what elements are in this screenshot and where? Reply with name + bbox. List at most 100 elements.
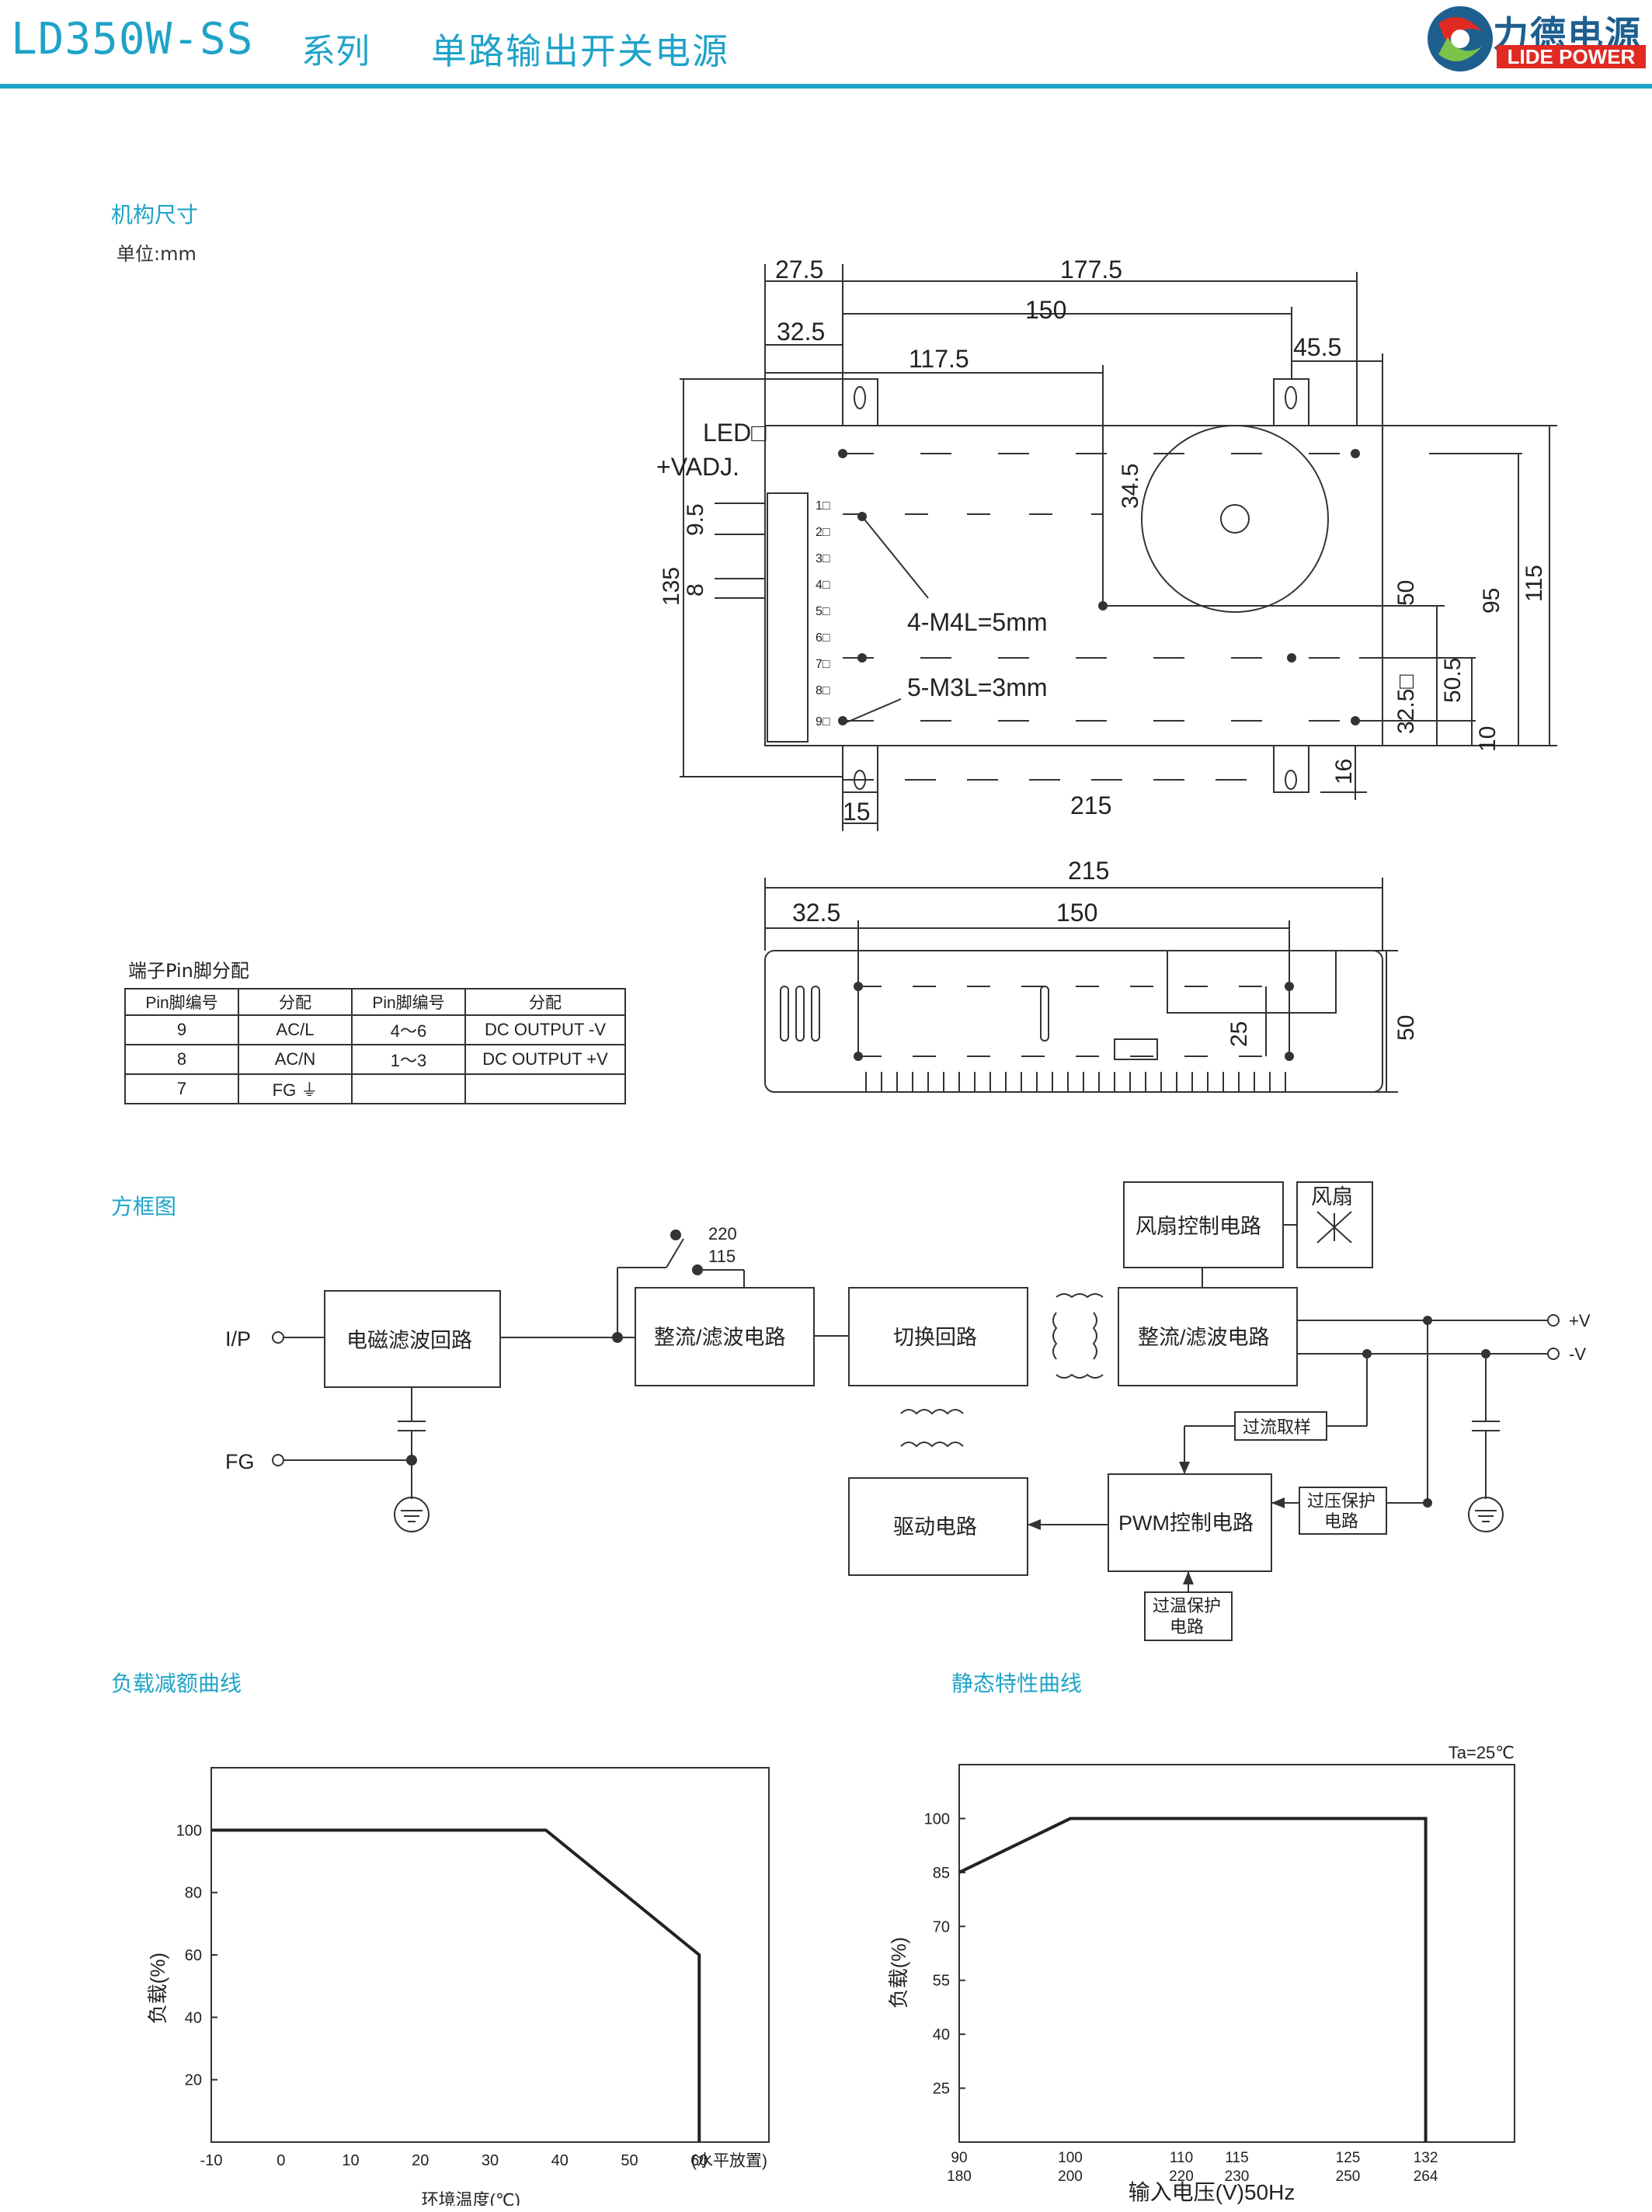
dimensions-title: 机构尺寸 (111, 202, 199, 228)
header-rule (0, 84, 1652, 89)
y-tick-label: 80 (185, 1885, 202, 1902)
static-series-line (958, 1817, 1428, 2142)
x-tick-label: 40 (551, 2152, 569, 2169)
fg-label: FG (225, 1450, 255, 1473)
ovp-label-2: 电路 (1324, 1511, 1358, 1531)
dim-117-5: 117.5 (909, 345, 969, 373)
x-tick-label-230v: 180 (947, 2169, 972, 2185)
screw-m4-label: 4-M4L=5mm (907, 608, 1048, 636)
y-tick-label: 40 (933, 2026, 950, 2043)
static-annotation: Ta=25℃ (1449, 1743, 1515, 1762)
fan-outline (1141, 425, 1329, 613)
y-tick-label: 55 (933, 1973, 950, 1990)
table-row: 8 AC/N 1～3 DC OUTPUT +V (124, 1044, 626, 1075)
ip-label: I/P (225, 1327, 251, 1351)
dim-34-5: 34.5 (1118, 464, 1143, 509)
drive-box (848, 1477, 1028, 1576)
terminal-5: 5□ (816, 605, 830, 618)
screw-m3-label: 5-M3L=3mm (907, 673, 1048, 701)
ovp-label-1: 过压保护 (1307, 1491, 1376, 1511)
vplus-label: +V (1569, 1311, 1591, 1330)
pin-cell: AC/N (238, 1044, 353, 1075)
product-subtitle: 单路输出开关电源 (431, 30, 729, 72)
y-tick-label: 25 (933, 2081, 950, 2098)
vadj-label: +VADJ. (656, 453, 739, 481)
dim-95: 95 (1479, 588, 1504, 614)
y-tick-label: 60 (185, 1947, 202, 1964)
dim-215: 215 (1070, 791, 1111, 819)
pwm-box (1108, 1473, 1272, 1572)
block-diagram-title: 方框图 (111, 1194, 177, 1219)
y-tick-label: 40 (185, 2009, 202, 2026)
side-dim-215: 215 (1068, 857, 1109, 885)
otp-label-2: 电路 (1170, 1617, 1204, 1636)
terminal-8: 8□ (816, 684, 830, 697)
drive-label: 驱动电路 (893, 1515, 977, 1539)
pin-cell (464, 1073, 626, 1104)
dim-16: 16 (1331, 759, 1357, 784)
dim-135: 135 (659, 567, 684, 606)
pin-cell: 7 (124, 1073, 239, 1104)
x-tick-label-230v: 230 (1225, 2169, 1250, 2185)
dim-115: 115 (1522, 565, 1547, 602)
pin-cell (351, 1073, 466, 1104)
derating-xlabel: 环境温度(℃) (422, 2190, 520, 2206)
pwm-label: PWM控制电路 (1118, 1511, 1254, 1535)
terminal-6: 6□ (816, 631, 830, 645)
otp-label-1: 过温保护 (1153, 1596, 1221, 1616)
vminus-label: -V (1569, 1344, 1586, 1364)
led-label: LED□ (703, 419, 767, 447)
terminal-3: 3□ (816, 552, 830, 565)
chart-frame (210, 1767, 770, 2143)
pin-cell: 4～6 (351, 1014, 466, 1045)
pin-header: 分配 (238, 988, 353, 1016)
terminal-block (767, 492, 809, 743)
x-tick-label: 30 (482, 2152, 499, 2169)
static-ylabel: 负载(%) (887, 1937, 910, 2009)
pin-cell: DC OUTPUT -V (464, 1014, 626, 1045)
terminal-1: 1□ (816, 499, 830, 513)
terminal-9: 9□ (816, 715, 830, 729)
side-dim-150: 150 (1056, 899, 1097, 927)
psu-top-outline (764, 425, 1383, 746)
x-tick-label-230v: 200 (1058, 2169, 1083, 2185)
x-tick-label: 60 (690, 2152, 708, 2169)
table-row: 7 FG ⏚ (124, 1073, 626, 1104)
dim-50: 50 (1393, 580, 1419, 606)
fan-ctrl-label: 风扇控制电路 (1136, 1215, 1261, 1238)
dim-50-5: 50.5 (1440, 658, 1466, 703)
dim-9-5: 9.5 (683, 503, 708, 536)
x-tick-label: 10 (342, 2152, 359, 2169)
x-tick-label: 0 (276, 2152, 285, 2169)
x-tick-label: 100 (1058, 2150, 1083, 2166)
side-dim-50: 50 (1393, 1015, 1419, 1041)
x-tick-label: 132 (1414, 2150, 1438, 2166)
brand-name-en: LIDE POWER (1497, 45, 1646, 68)
pin-cell: FG ⏚ (238, 1073, 353, 1104)
series-label: 系列 (301, 32, 370, 71)
y-tick-label: 100 (176, 1822, 202, 1839)
x-tick-label: 110 (1170, 2150, 1193, 2166)
psu-side-outline (764, 950, 1383, 1093)
x-tick-label: -10 (200, 2152, 223, 2169)
pin-cell: DC OUTPUT +V (464, 1044, 626, 1075)
x-tick-label: 90 (951, 2150, 967, 2166)
ovp-box (1299, 1487, 1387, 1535)
dim-45-5: 45.5 (1293, 333, 1341, 361)
pin-header: Pin脚编号 (351, 988, 466, 1016)
emi-label: 电磁滤波回路 (346, 1329, 472, 1352)
x-tick-label: 20 (412, 2152, 429, 2169)
pin-cell: AC/L (238, 1014, 353, 1045)
unit-label: 单位:mm (117, 243, 197, 265)
pin-table-title: 端子Pin脚分配 (128, 960, 249, 982)
pin-cell: 1～3 (351, 1044, 466, 1075)
y-tick-label: 70 (933, 1918, 950, 1936)
x-tick-label: 125 (1336, 2150, 1361, 2166)
x-tick-label-230v: 220 (1169, 2169, 1194, 2185)
x-tick-label-230v: 250 (1336, 2169, 1361, 2185)
terminal-2: 2□ (816, 526, 830, 539)
model-title: LD350W-SS (11, 14, 254, 64)
switch-label: 切换回路 (893, 1326, 977, 1349)
